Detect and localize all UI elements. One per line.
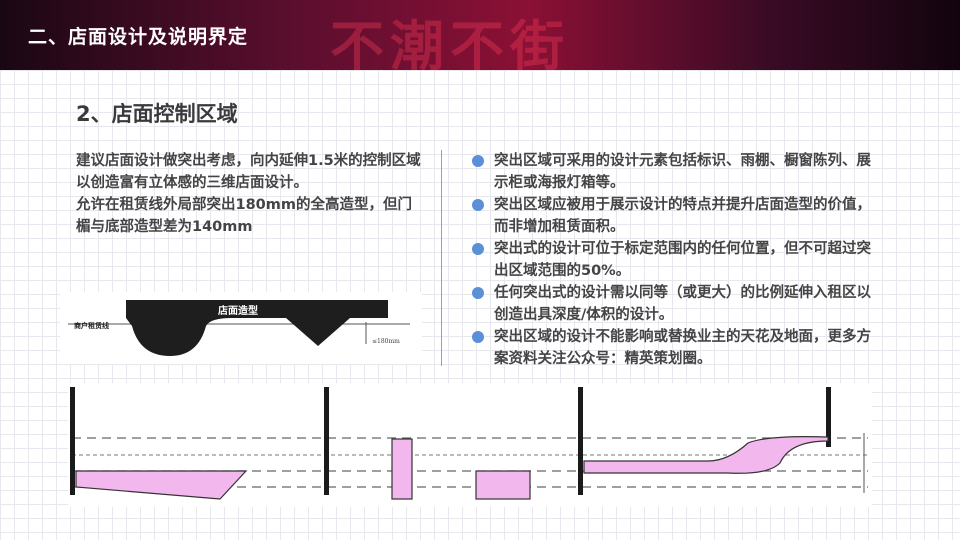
pillar-projection bbox=[391, 438, 413, 500]
bullet-text: 突出区域的设计不能影响或替换业主的天花及地面，更多方案资料关注公众号：精英策划圈… bbox=[494, 329, 871, 367]
bullet-text: 突出区域应被用于展示设计的特点并提升店面造型的价值，而非增加租赁面积。 bbox=[494, 197, 871, 235]
facade-shape bbox=[126, 300, 388, 356]
wall-post-1 bbox=[70, 387, 75, 495]
facade-label: 店面造型 bbox=[218, 304, 258, 317]
bullet-item: 突出区域应被用于展示设计的特点并提升店面造型的价值，而非增加租赁面积。 bbox=[470, 194, 880, 238]
bullet-text: 突出区域可采用的设计元素包括标识、雨棚、橱窗陈列、展示柜或海报灯箱等。 bbox=[494, 153, 871, 191]
bullet-dot-icon bbox=[472, 155, 484, 167]
bullet-item: 突出区域的设计不能影响或替换业主的天花及地面，更多方案资料关注公众号：精英策划圈… bbox=[470, 326, 880, 370]
projection-examples-diagram bbox=[68, 383, 872, 507]
bullet-item: 突出区域可采用的设计元素包括标识、雨棚、橱窗陈列、展示柜或海报灯箱等。 bbox=[470, 150, 880, 194]
wall-post-4 bbox=[826, 387, 831, 447]
bullet-text: 突出式的设计可位于标定范围内的任何位置，但不可超过突出区域范围的50%。 bbox=[494, 241, 871, 279]
box-projection bbox=[475, 470, 531, 500]
section-title: 2、店面控制区域 bbox=[76, 102, 238, 126]
bullet-item: 突出式的设计可位于标定范围内的任何位置，但不可超过突出区域范围的50%。 bbox=[470, 238, 880, 282]
left-description: 建议店面设计做突出考虑，向内延伸1.5米的控制区域以创造富有立体感的三维店面设计… bbox=[76, 150, 426, 238]
left-paragraph-1: 建议店面设计做突出考虑，向内延伸1.5米的控制区域以创造富有立体感的三维店面设计… bbox=[76, 153, 421, 191]
bullet-dot-icon bbox=[472, 243, 484, 255]
wall-post-3 bbox=[578, 387, 583, 495]
wall-post-2 bbox=[324, 387, 329, 495]
vertical-divider bbox=[441, 150, 442, 366]
header-banner: 不潮不街 二、店面设计及说明界定 bbox=[0, 0, 960, 70]
curved-projection bbox=[583, 436, 829, 474]
wedge-projection bbox=[75, 470, 248, 500]
header-decor-text: 不潮不街 bbox=[330, 14, 570, 70]
bullet-dot-icon bbox=[472, 199, 484, 211]
dimension-label: ≤180mm bbox=[372, 338, 400, 345]
bullet-text: 任何突出式的设计需以同等（或更大）的比例延伸入租区以创造出具深度/体积的设计。 bbox=[494, 285, 871, 323]
bullet-list: 突出区域可采用的设计元素包括标识、雨棚、橱窗陈列、展示柜或海报灯箱等。 突出区域… bbox=[470, 150, 880, 370]
left-paragraph-2: 允许在租赁线外局部突出180mm的全高造型，但门楣与底部造型差为140mm bbox=[76, 197, 412, 235]
bullet-dot-icon bbox=[472, 331, 484, 343]
lease-line-label: 商户租赁线 bbox=[74, 321, 109, 330]
header-title: 二、店面设计及说明界定 bbox=[28, 26, 249, 48]
facade-section-diagram: 商户租赁线 店面造型 ≤180mm bbox=[60, 292, 422, 364]
bullet-item: 任何突出式的设计需以同等（或更大）的比例延伸入租区以创造出具深度/体积的设计。 bbox=[470, 282, 880, 326]
bullet-dot-icon bbox=[472, 287, 484, 299]
